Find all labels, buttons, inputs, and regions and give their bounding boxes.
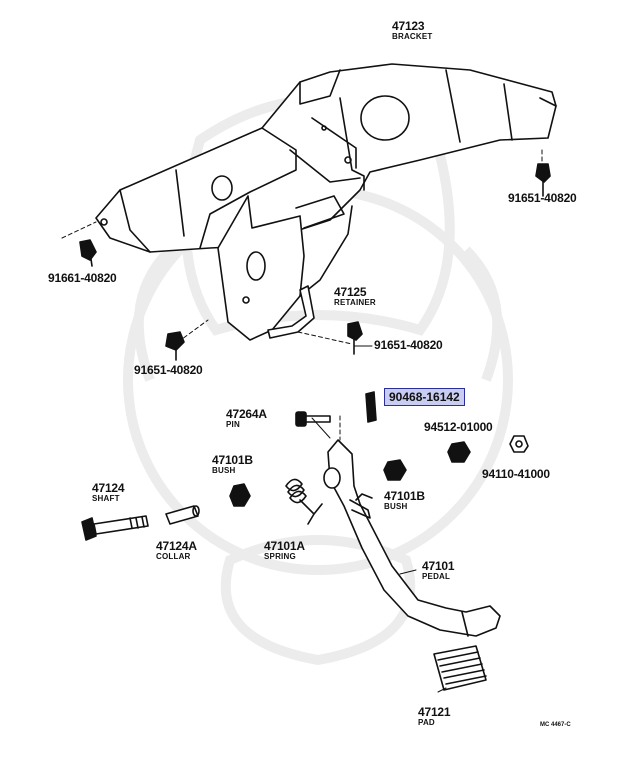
nut-a-part (447, 441, 471, 463)
bush-left-label: 47101B BUSH (212, 454, 253, 475)
pin-part (295, 411, 331, 427)
spring-label: 47101A SPRING (264, 540, 305, 561)
collar-label: 47124A COLLAR (156, 540, 197, 561)
bush-right-part-number: 47101B (384, 489, 425, 503)
retainer-label: 47125 RETAINER (334, 286, 376, 307)
pin-part-number: 47264A (226, 407, 267, 421)
retainer-part-name: RETAINER (334, 298, 376, 307)
pin-label: 47264A PIN (226, 408, 267, 429)
shaft-part-name: SHAFT (92, 494, 120, 503)
pedal-part-name: PEDAL (422, 572, 451, 581)
bracket-label: 47123 BRACKET (392, 20, 433, 41)
bolt-center (347, 321, 363, 355)
pad-part (433, 645, 487, 691)
collar-part-name: COLLAR (156, 552, 191, 561)
bracket-part (95, 63, 557, 341)
bush-left-part-name: BUSH (212, 466, 236, 475)
pedal-part (323, 439, 501, 637)
nut-b-label: 94110-41000 (482, 467, 550, 481)
clip-highlight-label: 90468-16142 (384, 388, 465, 406)
spring-part (285, 478, 323, 525)
bush-right-part-name: BUSH (384, 502, 408, 511)
collar-part-number: 47124A (156, 539, 197, 553)
retainer-part-number: 47125 (334, 285, 367, 299)
nut-a-label: 94512-01000 (424, 420, 493, 434)
bolt-left-label: 91661-40820 (48, 271, 117, 285)
clip-part (365, 391, 377, 423)
spring-part-name: SPRING (264, 552, 296, 561)
collar-part (165, 505, 200, 525)
pad-part-name: PAD (418, 718, 435, 727)
diagram-code: MC 4467-C (540, 722, 571, 728)
bush-right-part (383, 459, 407, 481)
bush-left-part (229, 483, 251, 507)
nut-b-part (509, 435, 529, 453)
bush-left-part-number: 47101B (212, 453, 253, 467)
bush-right-label: 47101B BUSH (384, 490, 425, 511)
pedal-label: 47101 PEDAL (422, 559, 455, 581)
pedal-part-number: 47101 (422, 559, 455, 573)
bracket-part-name: BRACKET (392, 32, 433, 41)
pad-part-number: 47121 (418, 705, 451, 719)
bolt-center-label: 91651-40820 (374, 338, 443, 352)
shaft-part-number: 47124 (92, 481, 125, 495)
bolt-mid-left-label: 91651-40820 (134, 363, 203, 377)
label-leaders (311, 345, 447, 693)
pad-label: 47121 PAD (418, 705, 451, 727)
bracket-part-number: 47123 (392, 19, 425, 33)
pin-part-name: PIN (226, 420, 240, 429)
bolt-right-label: 91651-40820 (508, 191, 577, 205)
bolt-left (79, 239, 97, 267)
shaft-part (81, 515, 149, 541)
shaft-label: 47124 SHAFT (92, 481, 125, 503)
bolt-mid-left (165, 331, 185, 361)
bolt-right (535, 163, 551, 197)
spring-part-number: 47101A (264, 539, 305, 553)
